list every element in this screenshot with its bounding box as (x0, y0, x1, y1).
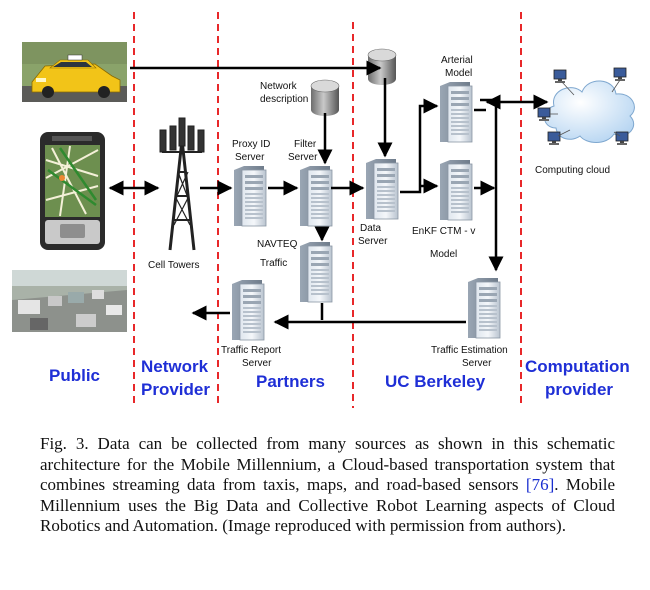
computing-cloud-label: Computing cloud (535, 165, 610, 176)
traffic-report-server-icon (231, 279, 265, 341)
zone-public-label: Public (49, 366, 100, 385)
traffic-estimation-server-icon (467, 277, 501, 339)
navteq-label: NAVTEQ (257, 239, 298, 250)
zone-computation-label: Computation (525, 357, 630, 376)
proxy-id-label-2: Server (235, 152, 265, 163)
arterial-label: Arterial (441, 55, 473, 66)
filter-label: Filter (294, 139, 317, 150)
caption-text-end: . Mobile Millennium uses the Big Data an… (40, 475, 616, 536)
architecture-diagram: Network description Proxy ID Server Filt… (12, 12, 635, 408)
enkf-label: EnKF CTM - v (412, 226, 475, 237)
citation-link[interactable]: [76] (525, 475, 555, 495)
zone-provider-label: Provider (141, 380, 210, 399)
traffic-report-label: Traffic Report (221, 345, 281, 356)
traffic-photo (12, 270, 127, 332)
proxy-id-server-icon (233, 165, 267, 227)
node-labels: Network description Proxy ID Server Filt… (148, 55, 610, 369)
data-server-icon (365, 158, 399, 220)
cell-towers-label: Cell Towers (148, 260, 200, 271)
enkf-label-2: Model (430, 249, 457, 260)
caption-text: Fig. 3. Data can be collected from many … (40, 434, 615, 495)
mobile-phone-photo (40, 132, 105, 250)
proxy-id-label: Proxy ID (232, 139, 270, 150)
traffic-estimation-label: Traffic Estimation (431, 345, 508, 356)
flow-arrows (108, 60, 549, 330)
zone-labels: Public Network Provider Partners UC Berk… (49, 357, 630, 399)
network-description-label: Network (260, 81, 298, 92)
navteq-label-2: Traffic (260, 258, 287, 269)
zone-partners-label: Partners (256, 372, 325, 391)
traffic-estimation-label-2: Server (462, 358, 492, 369)
zone-uc-berkeley-label: UC Berkeley (385, 372, 486, 391)
navteq-traffic-server-icon (299, 241, 333, 303)
arterial-model-server-icon (439, 81, 473, 143)
figure-caption: Fig. 3. Data can be collected from many … (40, 434, 615, 537)
arterial-label-2: Model (445, 68, 472, 79)
data-server-label: Data (360, 223, 382, 234)
zone-dividers (133, 12, 522, 408)
zone-network-label: Network (141, 357, 209, 376)
filter-server-icon (299, 165, 333, 227)
network-description-database-icon (310, 79, 340, 117)
zone-computation-provider-label: provider (545, 380, 613, 399)
filter-label-2: Server (288, 152, 318, 163)
computing-cloud-icon (537, 67, 635, 146)
network-description-label-2: description (260, 94, 308, 105)
cell-tower-icon (159, 117, 205, 251)
data-server-label-2: Server (358, 236, 388, 247)
traffic-report-label-2: Server (242, 358, 272, 369)
enkf-server-icon (439, 159, 473, 221)
taxi-photo (22, 42, 127, 102)
